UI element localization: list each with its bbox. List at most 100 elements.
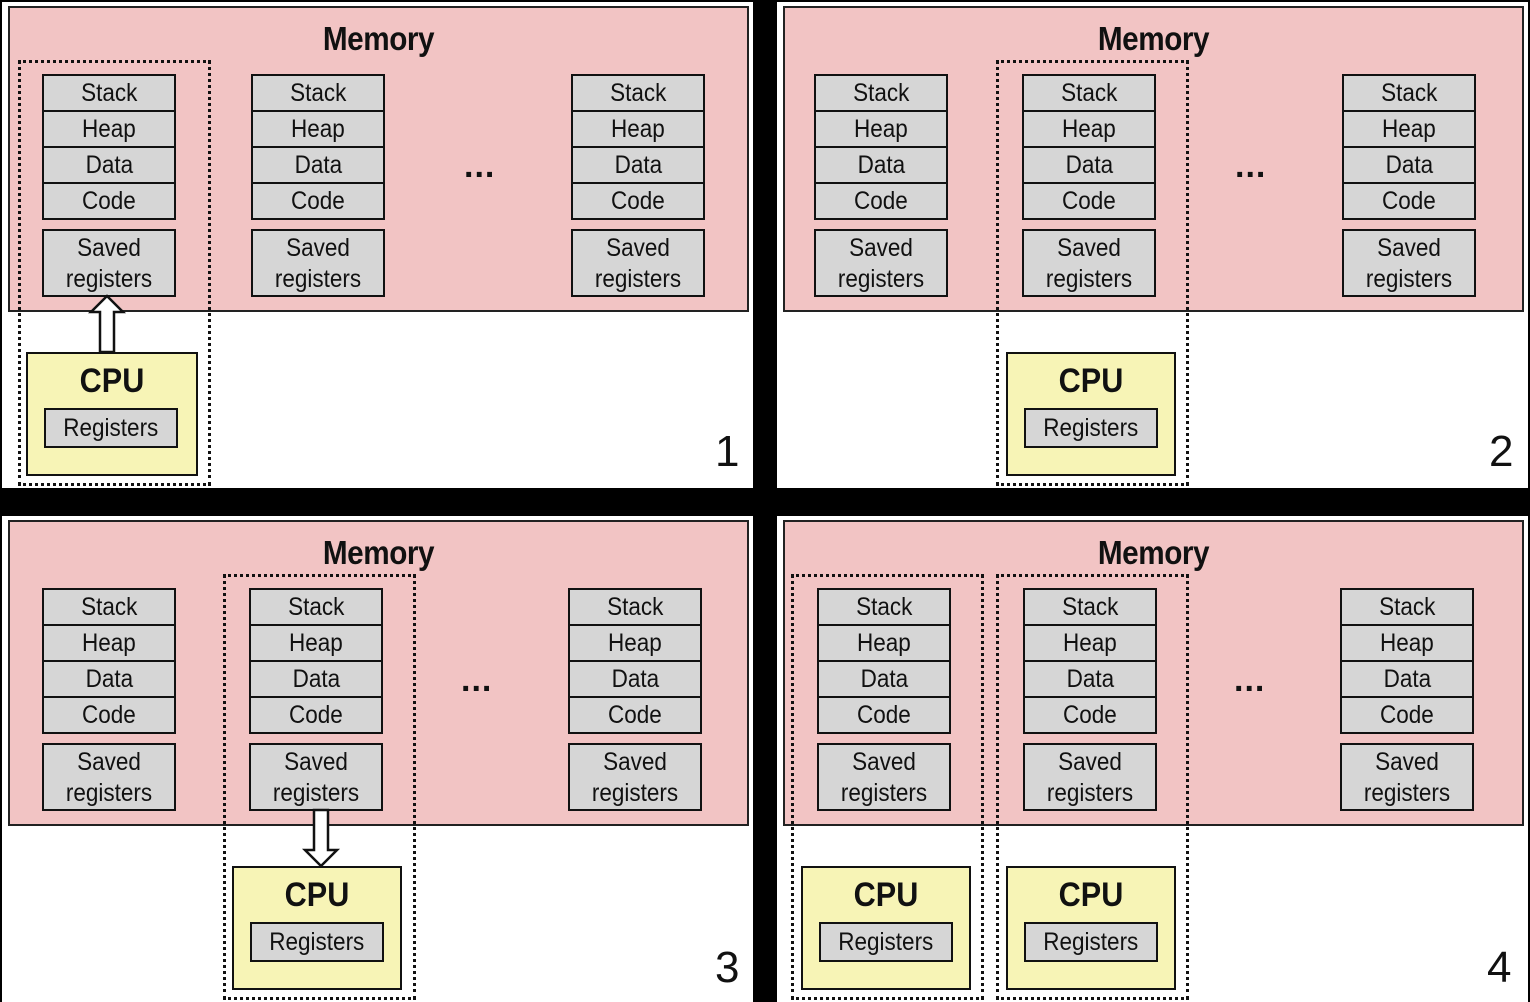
saved-label-line1: Saved bbox=[77, 234, 141, 262]
ellipsis: ... bbox=[1234, 661, 1266, 699]
segment-heap: Heap bbox=[1342, 110, 1476, 148]
segment-code: Code bbox=[249, 696, 383, 734]
segment-label: Code bbox=[1380, 700, 1434, 729]
segment-data: Data bbox=[249, 660, 383, 698]
segment-code: Code bbox=[42, 696, 176, 734]
panel-number: 3 bbox=[715, 943, 740, 992]
segment-label: Data bbox=[614, 150, 662, 179]
saved-label-line2: registers bbox=[591, 779, 679, 807]
segment-data: Data bbox=[42, 660, 176, 698]
saved-label-line1: Saved bbox=[606, 234, 670, 262]
cpu-box: CPU Registers bbox=[26, 352, 198, 476]
cpu-registers: Registers bbox=[819, 922, 953, 962]
segment-label: Heap bbox=[289, 628, 343, 657]
registers-label: Registers bbox=[63, 413, 159, 442]
segment-label: Data bbox=[85, 664, 133, 693]
segment-label: Stack bbox=[1380, 78, 1438, 107]
panel-number: 2 bbox=[1489, 427, 1514, 476]
segment-heap: Heap bbox=[1023, 624, 1157, 662]
segment-stack: Stack bbox=[249, 588, 383, 626]
ellipsis: ... bbox=[464, 147, 496, 185]
running-process-outline bbox=[996, 60, 1189, 486]
segment-label: Stack bbox=[80, 592, 138, 621]
segment-data: Data bbox=[1023, 660, 1157, 698]
running-process-outline bbox=[223, 574, 416, 1000]
segment-stack: Stack bbox=[42, 588, 176, 626]
segment-data: Data bbox=[1340, 660, 1474, 698]
segment-label: Heap bbox=[857, 628, 911, 657]
segment-heap: Heap bbox=[42, 624, 176, 662]
segment-label: Data bbox=[611, 664, 659, 693]
segment-label: Code bbox=[291, 186, 345, 215]
cpu-registers: Registers bbox=[1024, 922, 1158, 962]
segment-label: Code bbox=[857, 700, 911, 729]
segment-label: Heap bbox=[1380, 628, 1434, 657]
memory-title: Memory bbox=[1097, 534, 1210, 571]
panel-number: 1 bbox=[715, 427, 740, 476]
saved-label-line1: Saved bbox=[1058, 748, 1122, 776]
saved-label-line2: registers bbox=[65, 265, 153, 293]
saved-registers: Saved registers bbox=[817, 743, 951, 811]
segment-label: Code bbox=[82, 700, 136, 729]
segment-label: Stack bbox=[609, 78, 667, 107]
saved-registers: Saved registers bbox=[571, 229, 705, 297]
segment-label: Stack bbox=[287, 592, 345, 621]
ellipsis: ... bbox=[1235, 147, 1267, 185]
cpu-label: CPU bbox=[1058, 876, 1124, 914]
segment-label: Stack bbox=[1378, 592, 1436, 621]
segment-code: Code bbox=[814, 182, 948, 220]
segment-label: Data bbox=[857, 150, 905, 179]
segment-stack: Stack bbox=[251, 74, 385, 112]
segment-label: Heap bbox=[608, 628, 662, 657]
cpu-label: CPU bbox=[1058, 362, 1124, 400]
segment-heap: Heap bbox=[251, 110, 385, 148]
registers-label: Registers bbox=[838, 927, 934, 956]
segment-label: Data bbox=[1383, 664, 1431, 693]
segment-data: Data bbox=[568, 660, 702, 698]
segment-stack: Stack bbox=[42, 74, 176, 112]
saved-label-line1: Saved bbox=[852, 748, 916, 776]
saved-label-line2: registers bbox=[1365, 265, 1453, 293]
save-arrow-icon bbox=[87, 294, 127, 354]
saved-label-line1: Saved bbox=[1375, 748, 1439, 776]
segment-label: Stack bbox=[289, 78, 347, 107]
segment-code: Code bbox=[568, 696, 702, 734]
memory-title: Memory bbox=[322, 534, 435, 571]
saved-label-line2: registers bbox=[594, 265, 682, 293]
saved-registers: Saved registers bbox=[568, 743, 702, 811]
segment-code: Code bbox=[1342, 182, 1476, 220]
segment-code: Code bbox=[1022, 182, 1156, 220]
saved-label-line2: registers bbox=[1045, 265, 1133, 293]
saved-registers: Saved registers bbox=[42, 229, 176, 297]
segment-label: Stack bbox=[80, 78, 138, 107]
cpu-label: CPU bbox=[79, 362, 145, 400]
segment-heap: Heap bbox=[814, 110, 948, 148]
segment-label: Data bbox=[860, 664, 908, 693]
memory-title: Memory bbox=[322, 20, 435, 57]
saved-label-line2: registers bbox=[274, 265, 362, 293]
segment-data: Data bbox=[251, 146, 385, 184]
saved-label-line1: Saved bbox=[77, 748, 141, 776]
segment-heap: Heap bbox=[568, 624, 702, 662]
segment-label: Heap bbox=[82, 628, 136, 657]
segment-data: Data bbox=[1342, 146, 1476, 184]
segment-label: Heap bbox=[1062, 114, 1116, 143]
running-process-outline bbox=[996, 574, 1189, 1000]
segment-label: Heap bbox=[82, 114, 136, 143]
saved-label-line1: Saved bbox=[603, 748, 667, 776]
segment-label: Heap bbox=[291, 114, 345, 143]
running-process-outline bbox=[18, 60, 211, 486]
saved-label-line2: registers bbox=[840, 779, 928, 807]
panel-number: 4 bbox=[1487, 943, 1512, 992]
cpu-label: CPU bbox=[853, 876, 919, 914]
